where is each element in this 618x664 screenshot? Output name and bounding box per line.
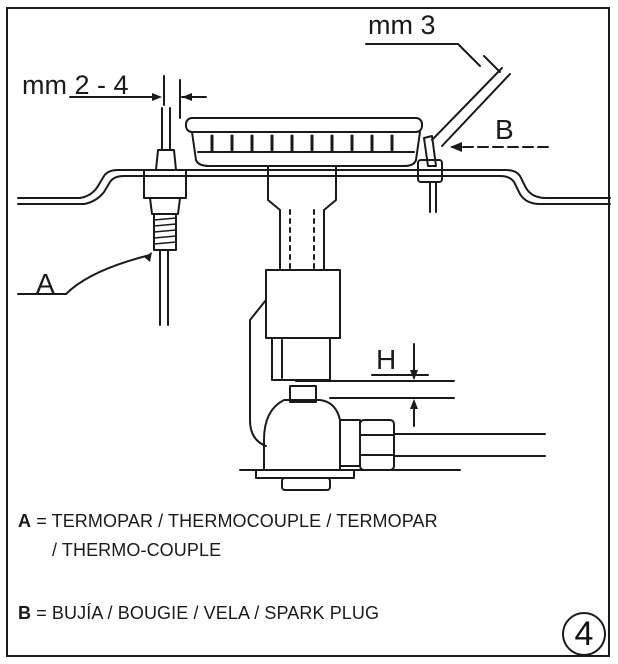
dimension-label-mm3: mm 3 — [368, 10, 436, 40]
legend-a-line: A = TERMOPAR / THERMOCOUPLE / TERMOPAR — [18, 512, 438, 530]
legend-b-key: B — [18, 603, 32, 623]
legend-a-key: A — [18, 511, 32, 531]
figure-number: 4 — [574, 615, 594, 653]
callout-label-b: B — [495, 114, 514, 145]
legend-b-text: = BUJÍA / BOUGIE / VELA / SPARK PLUG — [36, 603, 380, 623]
thermocouple — [143, 107, 187, 326]
hob-plate — [17, 169, 611, 205]
dimension-label-mm2-4: mm 2 - 4 — [22, 70, 129, 100]
dim-mm3-lines — [365, 43, 511, 147]
legend-a-text: = TERMOPAR / THERMOCOUPLE / TERMOPAR — [36, 511, 438, 531]
legend-b-line: B = BUJÍA / BOUGIE / VELA / SPARK PLUG — [18, 604, 379, 622]
callout-label-a: A — [36, 268, 55, 299]
callout-a-leader — [17, 254, 151, 295]
figure-frame — [6, 7, 610, 657]
legend-a-continuation: / THERMO-COUPLE — [52, 540, 222, 560]
burner-body — [249, 165, 341, 447]
dim-h-lines — [295, 343, 455, 427]
burner-head — [185, 117, 423, 167]
gas-fitting — [239, 385, 546, 491]
dimension-label-h: H — [376, 344, 397, 375]
figure-number-badge: 4 — [562, 612, 606, 656]
spark-plug — [417, 135, 443, 213]
